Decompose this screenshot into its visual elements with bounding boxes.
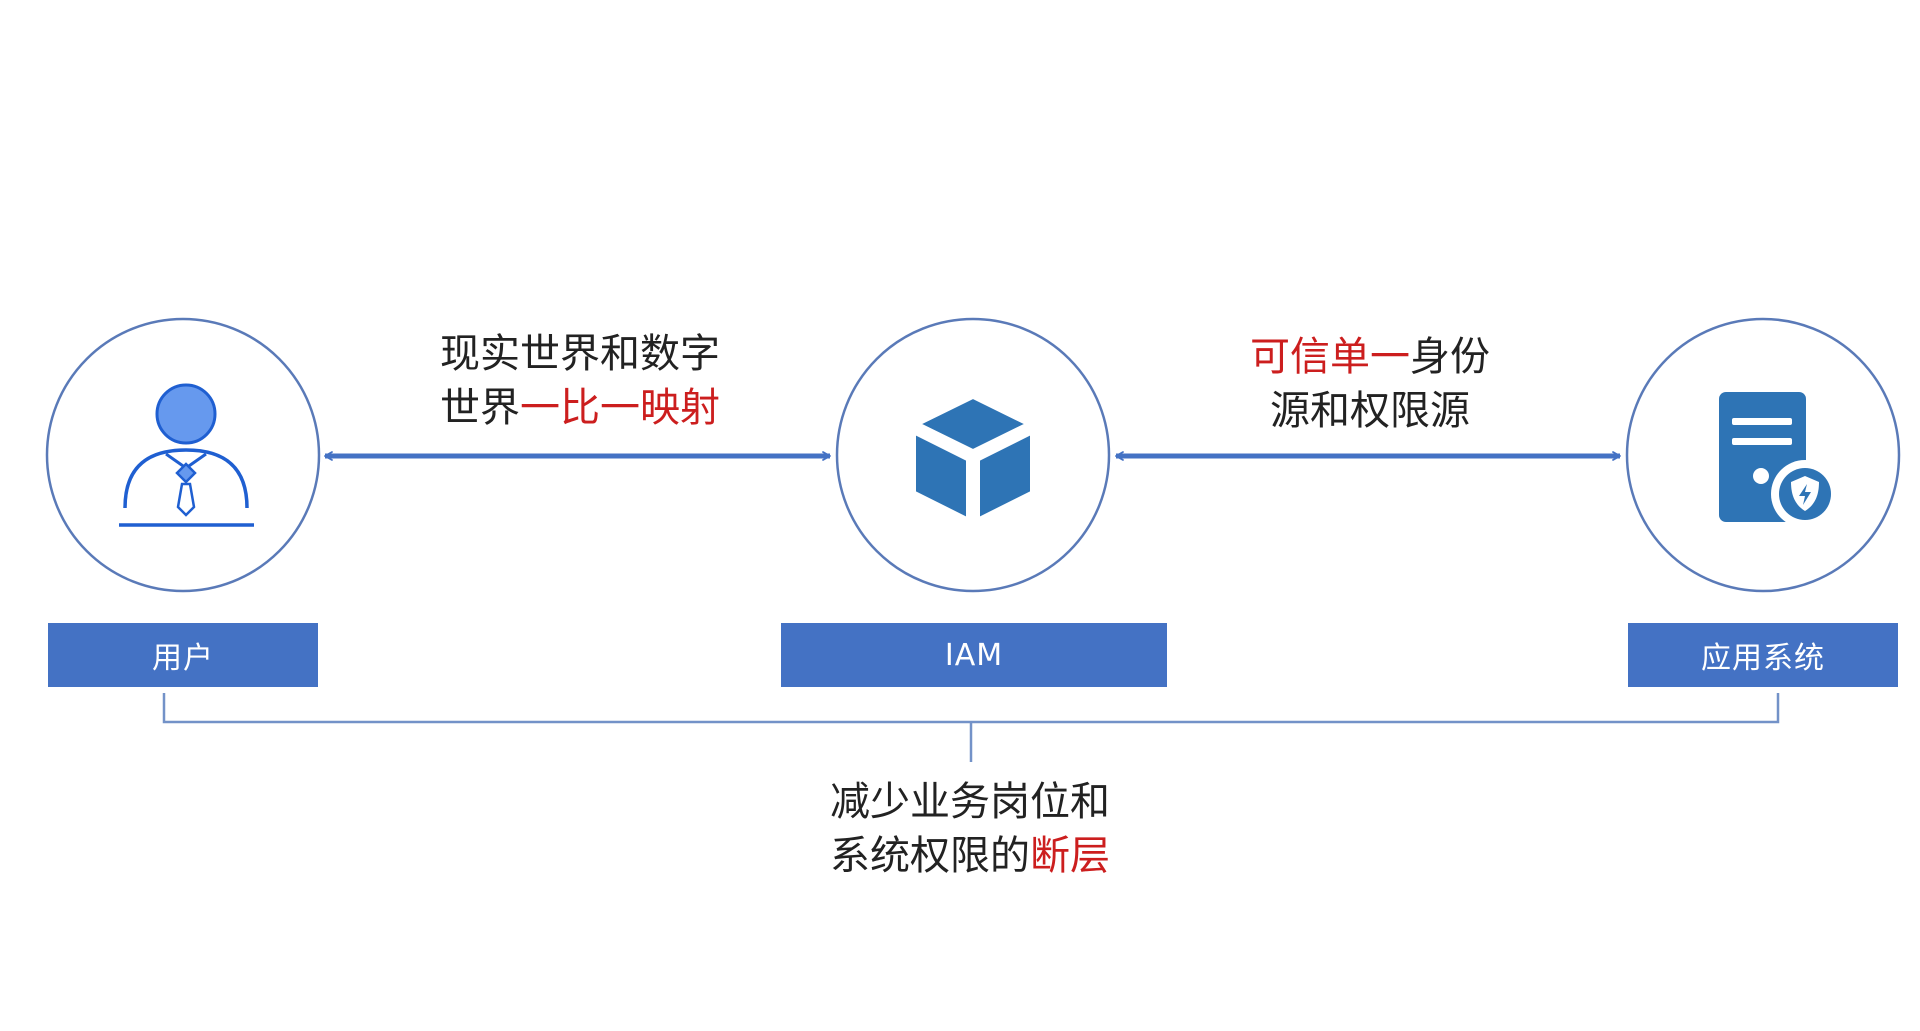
iam-label: IAM	[781, 623, 1167, 687]
caption-line: 可信单一身份	[1170, 330, 1570, 384]
iam-app-caption: 可信单一身份 源和权限源	[1170, 330, 1570, 438]
caption-text: 身份	[1410, 334, 1490, 380]
caption-line: 系统权限的断层	[760, 829, 1180, 883]
iam-node-circle	[835, 317, 1111, 593]
caption-highlight: 可信单一	[1250, 334, 1410, 380]
caption-line: 减少业务岗位和	[830, 779, 1110, 825]
user-node-circle	[45, 317, 321, 593]
caption-line: 世界一比一映射	[380, 381, 780, 435]
server-shield-icon	[1719, 392, 1839, 528]
cube-icon	[914, 396, 1032, 520]
bottom-caption: 减少业务岗位和 系统权限的断层	[760, 775, 1180, 883]
user-label: 用户	[48, 623, 318, 687]
caption-line: 源和权限源	[1270, 388, 1470, 434]
caption-text: 系统权限的	[830, 833, 1030, 879]
caption-highlight: 断层	[1030, 833, 1110, 879]
user-icon	[119, 383, 254, 527]
caption-text: 世界	[440, 385, 520, 431]
user-iam-caption: 现实世界和数字 世界一比一映射	[380, 327, 780, 435]
app-system-label: 应用系统	[1628, 623, 1898, 687]
caption-line: 现实世界和数字	[440, 331, 720, 377]
caption-highlight: 一比一映射	[520, 385, 720, 431]
bottom-bracket	[162, 693, 1780, 762]
